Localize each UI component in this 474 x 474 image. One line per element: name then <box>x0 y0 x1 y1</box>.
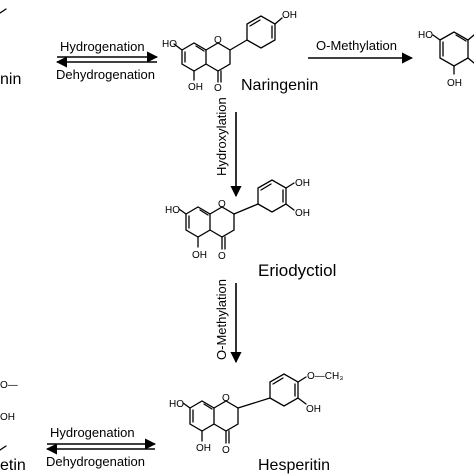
naringenin-oh-5: OH <box>188 82 203 93</box>
naringenin-oh-4p: OH <box>282 10 297 21</box>
top-right-methylation-label: O-Methylation <box>316 38 397 53</box>
bottom-hydrogenation-label: Hydrogenation <box>50 425 135 440</box>
bottom-dehydrogenation-label: Dehydrogenation <box>46 454 145 469</box>
bottom-equilibrium-arrows <box>45 438 157 455</box>
naringenin-label: Naringenin <box>241 77 318 94</box>
naringenin-carbonyl-o: O <box>214 83 222 94</box>
hesperitin-label: Hesperitin <box>258 457 330 474</box>
eriodyctiol-oh-4p: OH <box>295 178 310 189</box>
eriodyctiol-structure <box>178 179 295 250</box>
top-hydrogenation-label: Hydrogenation <box>60 39 145 54</box>
top-equilibrium-arrows <box>55 51 159 68</box>
naringenin-structure <box>173 15 283 83</box>
top-dehydrogenation-label: Dehydrogenation <box>56 67 155 82</box>
hesperitin-oh-3p: OH <box>306 404 321 415</box>
eriodyctiol-ho-7: HO <box>165 205 180 216</box>
top-right-ho: HO <box>418 30 433 41</box>
eriodyctiol-carbonyl-o: O <box>218 251 226 262</box>
hesperitin-och3: O—CH₃ <box>307 371 343 382</box>
left-bottom-oh: OH <box>0 412 15 423</box>
naringenin-ho-7: HO <box>162 39 177 50</box>
top-right-oh: OH <box>447 78 462 89</box>
hydroxylation-label: Hydroxylation <box>214 97 229 176</box>
hesperitin-structure <box>182 373 307 444</box>
hesperitin-ring-o: O <box>222 393 230 404</box>
left-bottom-partial-bond <box>0 445 7 451</box>
eriodyctiol-ring-o: O <box>218 199 226 210</box>
eriodyctiol-oh-3p: OH <box>295 208 310 219</box>
left-bottom-compound-label: etin <box>0 457 26 474</box>
eriodyctiol-oh-5: OH <box>192 250 207 261</box>
left-bottom-och3: O— <box>0 380 18 391</box>
hesperitin-oh-5: OH <box>196 443 211 454</box>
left-top-compound-label: nin <box>0 71 21 88</box>
hesperitin-ho-7: HO <box>169 399 184 410</box>
vertical-methylation-label: O-Methylation <box>214 279 229 360</box>
top-right-partial-structure <box>432 31 474 75</box>
hesperitin-carbonyl-o: O <box>222 445 230 456</box>
eriodyctiol-label: Eriodyctiol <box>258 261 336 280</box>
left-top-partial-bond <box>0 8 7 14</box>
naringenin-ring-o: O <box>214 35 222 46</box>
